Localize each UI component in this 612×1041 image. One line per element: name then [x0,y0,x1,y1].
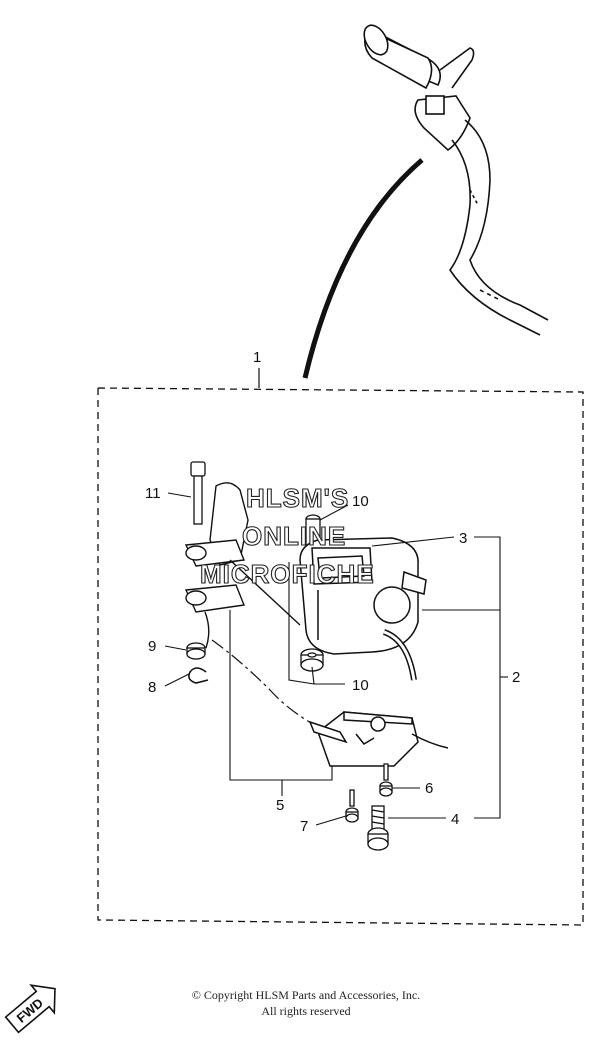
leader-5 [229,610,333,781]
callout-4: 4 [451,811,459,828]
callout-8: 8 [148,679,156,696]
part-9-washer [186,642,206,660]
leader-9 [164,645,187,651]
leader-10-lower-b [311,666,315,685]
leader-7 [315,815,347,826]
part-11-bolt [190,461,206,525]
leader-11 [167,492,192,498]
leader-10-lower [288,562,345,685]
callout-10-upper: 10 [352,493,369,510]
callout-6: 6 [425,780,433,797]
callout-9: 9 [148,638,156,655]
watermark: HLSM'S ONLINE MICROFICHE [199,482,375,589]
part-8-circlip [188,667,209,684]
callout-3: 3 [459,530,467,547]
callout-2: 2 [512,669,520,686]
leader-3 [371,536,455,547]
callout-11: 11 [145,485,161,502]
part-6-screw [379,763,393,797]
leader-10-upper [319,504,349,521]
part-5-switch [308,711,449,767]
leader-2 [422,536,508,819]
part-3-switch-housing [299,537,427,681]
watermark-line-1: HLSM'S [246,483,349,513]
callout-5: 5 [276,797,284,814]
cable [302,158,424,379]
handlebar-illustration [363,24,549,336]
part-4-bolt [367,805,389,851]
part-7-screw [345,789,359,823]
callout-10-lower: 10 [352,677,369,694]
switch-cable [211,639,321,729]
copyright-line-1: © Copyright HLSM Parts and Accessories, … [191,988,421,1002]
assembly-group-box [97,387,584,926]
watermark-line-3: MICROFICHE [200,559,375,589]
copyright-line-2: All rights reserved [261,1004,351,1018]
callout-1: 1 [253,349,261,366]
callout-7: 7 [300,818,308,835]
watermark-line-2: ONLINE [242,521,346,551]
bracket [184,482,301,649]
leader-8 [164,673,190,687]
part-10-grommet-lower [300,648,324,672]
